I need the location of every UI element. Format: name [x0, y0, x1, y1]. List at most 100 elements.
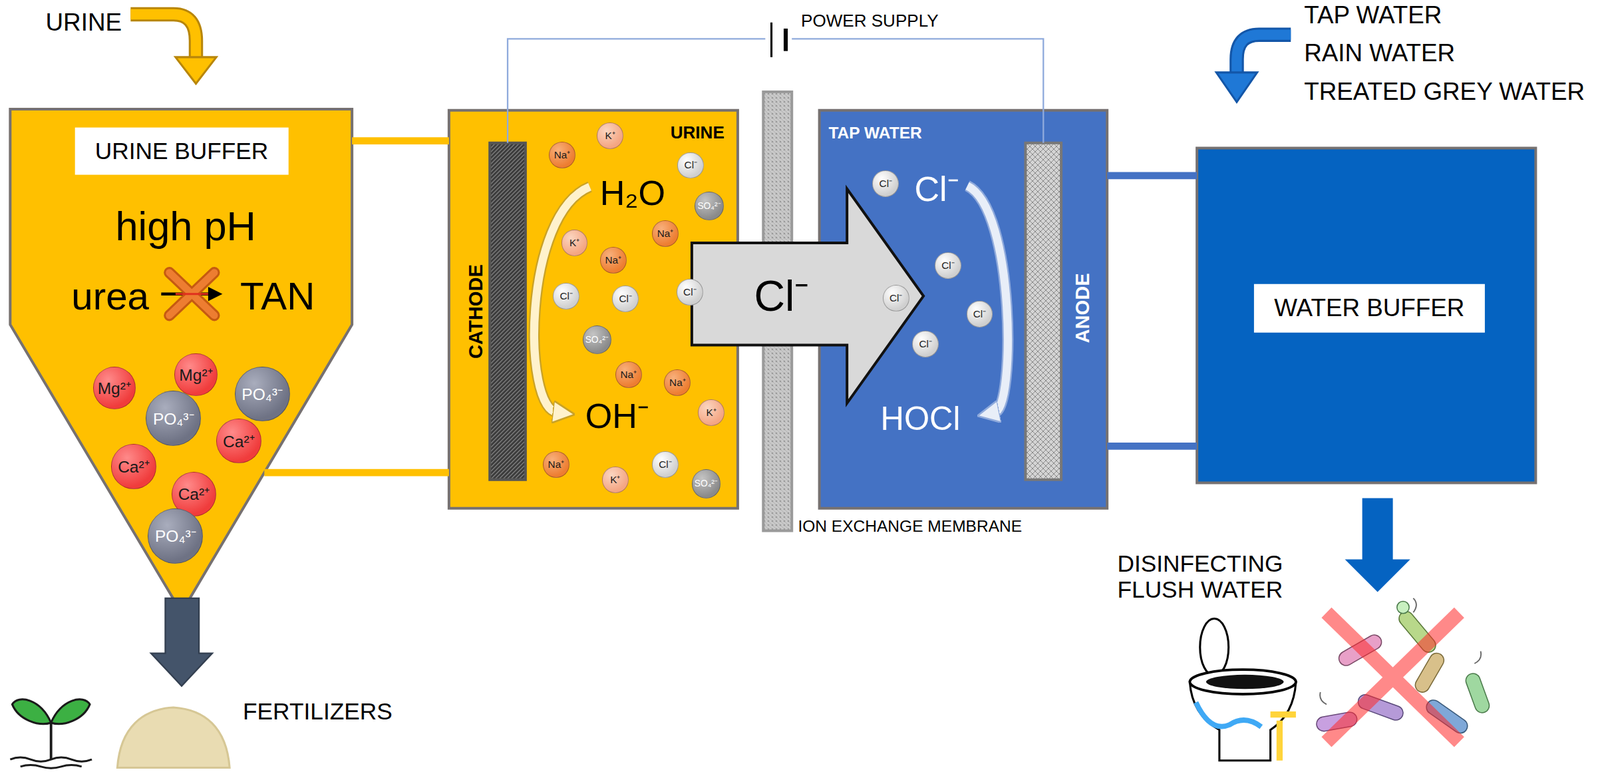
bacteria-icon — [1315, 598, 1491, 738]
flux-label: Cl⁻ — [753, 272, 809, 320]
blocked-hydrolysis-arrow — [169, 272, 215, 316]
ion-label: Ca²⁺ — [222, 431, 255, 450]
ion-label: Na⁺ — [554, 149, 571, 161]
water-inflow-arrow — [1216, 72, 1257, 102]
ion-label: Na⁺ — [604, 254, 622, 267]
source-label: TREATED GREY WATER — [1303, 78, 1585, 106]
flush-outflow-arrow — [1345, 497, 1411, 592]
ion-label: Cl⁻ — [559, 290, 573, 302]
toilet-icon — [1189, 669, 1296, 694]
cathode-electrode: CATHODE — [489, 143, 526, 480]
ion-circle: Cl⁻ — [612, 285, 639, 313]
ion-circle: K⁺ — [602, 466, 629, 493]
oxidation-arrow — [967, 185, 1008, 413]
reduction-arrow — [534, 186, 591, 413]
toilet-icon — [1200, 618, 1229, 676]
reduction-arrow — [534, 186, 591, 413]
water-buffer-tank: WATER BUFFER — [1196, 147, 1536, 483]
ion-label: Cl⁻ — [618, 293, 632, 305]
bacteria-icon — [1463, 671, 1491, 715]
ion-label: PO₄³⁻ — [155, 526, 197, 545]
bacteria-icon — [1331, 617, 1455, 737]
ion-label: Cl⁻ — [973, 308, 986, 320]
compartment-title: TAP WATER — [828, 123, 922, 142]
electrode-label: CATHODE — [465, 264, 487, 359]
ion-label: Ca²⁺ — [178, 484, 211, 503]
plant-icon — [49, 720, 53, 760]
battery-symbol — [770, 22, 773, 58]
ion-circle: Cl⁻ — [966, 300, 994, 328]
ion-circle: K⁺ — [697, 399, 725, 426]
ion-label: Mg²⁺ — [178, 365, 213, 384]
blocked-hydrolysis-arrow — [160, 272, 223, 316]
plant-icon — [9, 699, 92, 768]
ion-circle: SO₄²⁻ — [582, 325, 612, 354]
ion-circle: Ca²⁺ — [111, 443, 156, 489]
blocked-hydrolysis-arrow — [208, 286, 223, 301]
ion-circle: Na⁺ — [663, 369, 691, 396]
membrane-label: ION EXCHANGE MEMBRANE — [797, 516, 1022, 535]
bacteria-icon — [1397, 600, 1410, 613]
water-inflow-arrow — [1236, 34, 1291, 74]
urine-buffer-tank: URINE BUFFERhigh pHureaTANMg²⁺Mg²⁺PO₄³⁻P… — [9, 109, 352, 613]
blocked-hydrolysis-arrow — [169, 272, 215, 316]
compartment-title: URINE — [670, 123, 725, 143]
cathode-compartment: URINE H₂O OH⁻ CATHODE K⁺ Na⁺ Cl⁻ SO₄²⁻ Na⁺ K⁺ Na⁺ C… — [449, 110, 738, 509]
ion-circle: Cl⁻ — [677, 152, 704, 179]
species-label: Cl⁻ — [914, 170, 959, 209]
ion-label: Na⁺ — [548, 458, 565, 470]
ion-circle: SO₄²⁻ — [694, 191, 724, 221]
plant-icon — [11, 699, 51, 724]
reduction-arrow — [534, 186, 591, 413]
ion-circle: Na⁺ — [651, 220, 679, 247]
battery-symbol — [783, 28, 788, 52]
cathode-electrode-outline — [489, 143, 526, 480]
ion-label: Na⁺ — [620, 368, 637, 380]
species-label: OH⁻ — [585, 397, 650, 436]
ion-label: Cl⁻ — [658, 458, 672, 470]
ion-circle: Mg²⁺ — [93, 366, 136, 410]
ion-circle: PO₄³⁻ — [145, 390, 201, 446]
urine-inflow-arrow — [130, 13, 217, 84]
ion-circle: PO₄³⁻ — [147, 508, 203, 564]
toilet-icon — [1189, 618, 1296, 760]
ion-label: Na⁺ — [657, 228, 674, 240]
urine-inflow-arrow — [175, 57, 217, 84]
ion-label: Cl⁻ — [684, 159, 698, 171]
ion-label: PO₄³⁻ — [153, 409, 195, 428]
fertilizer-pile — [117, 707, 230, 768]
water-inflow-arrow — [1216, 34, 1291, 102]
water-inflow-arrow — [1236, 34, 1291, 74]
ion-circle: Cl⁻ — [651, 451, 679, 478]
ion-label: Na⁺ — [669, 377, 686, 389]
ion-label: K⁺ — [705, 406, 716, 418]
ph-note: high pH — [115, 204, 256, 249]
blocked-hydrolysis-arrow — [169, 272, 215, 316]
illustration-layer — [9, 13, 1491, 768]
anode-compartment: TAP WATERCl⁻HOClCl⁻Cl⁻Cl⁻Cl⁻Cl⁻ANODE — [819, 110, 1108, 509]
ion-circle: Na⁺ — [600, 246, 627, 274]
water-buffer-tank-outline — [1196, 147, 1536, 483]
battery-symbol — [765, 22, 792, 58]
urine-pipe — [351, 137, 450, 145]
toilet-icon — [1270, 714, 1296, 761]
ion-label: Cl⁻ — [879, 178, 893, 190]
source-label: TAP WATER — [1303, 1, 1442, 29]
plant-icon — [9, 757, 92, 762]
toilet-icon — [1206, 674, 1284, 689]
ion-circle: Na⁺ — [615, 361, 642, 388]
ion-circle: PO₄³⁻ — [234, 366, 291, 422]
ion-circle: Cl⁻ — [912, 330, 939, 358]
ion-label: Mg²⁺ — [97, 378, 132, 397]
plant-icon — [20, 765, 82, 769]
ion-label: K⁺ — [569, 237, 580, 249]
bacteria-icon — [1331, 617, 1455, 737]
urine-pipe — [264, 469, 450, 477]
oxidation-arrow — [967, 185, 1008, 413]
ion-circle: SO₄²⁻ — [691, 469, 721, 498]
ion-label: Cl⁻ — [889, 292, 903, 304]
ion-label: K⁺ — [605, 130, 616, 142]
urine-buffer-tank-outline — [9, 109, 352, 613]
bacteria-icon — [1331, 617, 1455, 737]
species-label: H₂O — [600, 174, 666, 213]
